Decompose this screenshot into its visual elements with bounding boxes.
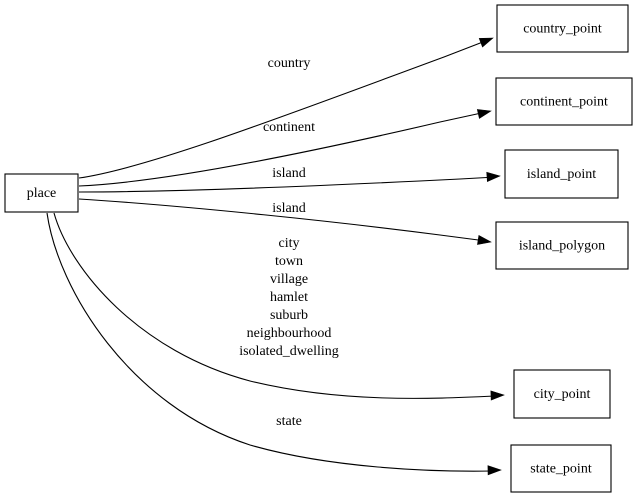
edge-label-line: suburb	[270, 308, 308, 323]
node-box-island_point[interactable]	[504, 149, 619, 199]
node-box-state_point[interactable]	[510, 444, 612, 493]
node-label-country_point: country_point	[523, 22, 602, 37]
edge-labels-layer: country continent island island city town vill…	[239, 56, 339, 429]
node-state_point[interactable]: state_point	[510, 444, 612, 493]
node-label-island_point: island_point	[527, 167, 596, 182]
node-box-country_point[interactable]	[496, 4, 629, 53]
arrowhead-icon-city_point	[490, 390, 505, 401]
node-island_point[interactable]: island_point	[504, 149, 619, 199]
edge-line-island_point[interactable]	[78, 176, 497, 193]
edge-line-city_point[interactable]	[53, 212, 496, 399]
node-label-state_point: state_point	[530, 462, 592, 477]
node-label-city_point: city_point	[534, 387, 591, 402]
edge-label-line: island	[272, 166, 305, 181]
edge-line-state_point[interactable]	[46, 212, 493, 472]
edge-label-line: island	[272, 201, 305, 216]
edge-label-line: town	[275, 254, 303, 269]
edge-label-line: village	[270, 272, 308, 287]
arrowhead-icon-island_polygon	[477, 234, 492, 245]
edge-place-island_polygon[interactable]	[78, 198, 492, 247]
edge-label-line: continent	[263, 120, 315, 135]
arrowhead-icon-continent_point	[476, 109, 492, 119]
nodes-layer: place country_point continent_point island_…	[4, 4, 633, 493]
node-country_point[interactable]: country_point	[496, 4, 629, 53]
node-continent_point[interactable]: continent_point	[495, 77, 633, 126]
node-label-island_polygon: island_polygon	[519, 239, 605, 254]
arrowhead-icon-state_point	[487, 465, 502, 476]
edge-label-island_polygon: island	[272, 201, 305, 216]
node-box-continent_point[interactable]	[495, 77, 633, 126]
node-island_polygon[interactable]: island_polygon	[495, 221, 629, 270]
edge-place-state_point[interactable]	[46, 212, 502, 476]
node-label-place: place	[27, 186, 57, 201]
edge-place-continent_point[interactable]	[78, 107, 492, 187]
edge-label-line: neighbourhood	[247, 326, 332, 341]
edge-place-island_point[interactable]	[78, 171, 501, 193]
edge-line-country_point[interactable]	[78, 39, 489, 179]
node-box-city_point[interactable]	[513, 369, 611, 419]
node-box-place[interactable]	[4, 173, 79, 213]
node-label-continent_point: continent_point	[520, 95, 608, 110]
node-city_point[interactable]: city_point	[513, 369, 611, 419]
edge-label-continent_point: continent	[263, 120, 315, 135]
edge-label-line: isolated_dwelling	[239, 344, 339, 359]
edge-line-island_polygon[interactable]	[78, 198, 487, 242]
node-place[interactable]: place	[4, 173, 79, 213]
edge-label-line: country	[268, 56, 311, 71]
edge-label-line: state	[276, 414, 302, 429]
edge-label-line: city	[279, 236, 300, 251]
arrowhead-icon-country_point	[478, 37, 494, 48]
node-box-island_polygon[interactable]	[495, 221, 629, 270]
edge-label-city_point: city town village hamlet suburb neighbourhood…	[239, 236, 339, 359]
edge-line-continent_point[interactable]	[78, 111, 487, 187]
edges-layer	[46, 34, 505, 476]
edge-label-country_point: country	[268, 56, 311, 71]
edge-label-island_point: island	[272, 166, 305, 181]
arrowhead-icon-island_point	[486, 171, 501, 182]
edge-label-state_point: state	[276, 414, 302, 429]
edge-place-city_point[interactable]	[53, 212, 505, 401]
edge-label-line: hamlet	[270, 290, 308, 305]
edge-place-country_point[interactable]	[78, 34, 495, 179]
